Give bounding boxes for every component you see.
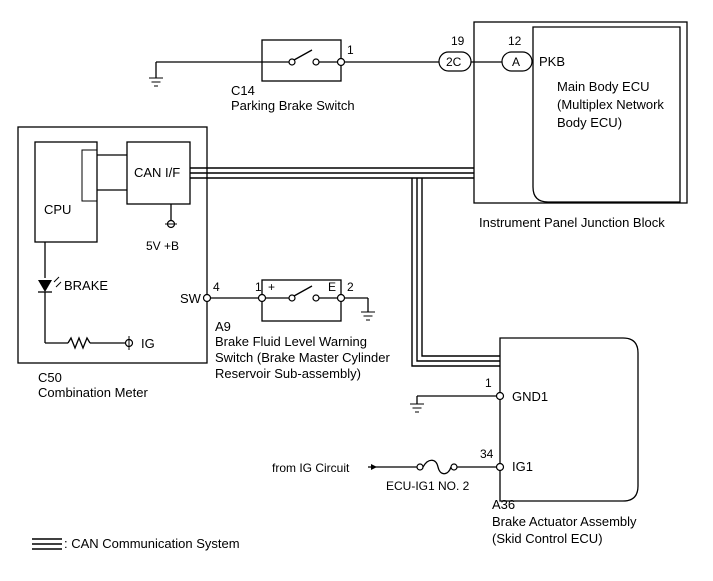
fuse-label: ECU-IG1 NO. 2	[386, 479, 470, 493]
a9-pin2-node	[336, 293, 346, 303]
a9-line2: Switch (Brake Master Cylinder	[215, 350, 390, 365]
a9-pin2: 2	[347, 280, 354, 294]
pkb-switch-contact-left	[288, 58, 296, 66]
fuse-terminal-left	[416, 463, 424, 471]
from-ig-label: from IG Circuit	[272, 461, 350, 475]
led-ray-2	[55, 281, 62, 288]
combination-meter-name: Combination Meter	[38, 385, 148, 400]
pkb-pin-node	[336, 57, 346, 67]
a9-plus: +	[268, 280, 275, 294]
a36-ig-pin: 34	[480, 447, 494, 461]
led-ray-1	[53, 276, 60, 283]
a36-line1: Brake Actuator Assembly	[492, 514, 637, 529]
combination-meter-code: C50	[38, 370, 62, 385]
connector-2c-pin: 19	[451, 34, 465, 48]
fuse-icon	[422, 459, 452, 475]
sw-pin-label: SW	[180, 291, 202, 306]
cpu-label: CPU	[44, 202, 71, 217]
a36-line2: (Skid Control ECU)	[492, 531, 603, 546]
a36-gnd-label: GND1	[512, 389, 548, 404]
a9-switch-icon	[293, 285, 313, 297]
brake-label: BRAKE	[64, 278, 108, 293]
main-body-ecu-line2: (Multiplex Network	[557, 97, 664, 112]
connector-a-label: A	[512, 55, 520, 69]
a9-line3: Reservoir Sub-assembly)	[215, 366, 361, 381]
arrow-icon	[371, 464, 377, 470]
main-body-ecu-line3: Body ECU)	[557, 115, 622, 130]
sw-pin-node	[202, 293, 212, 303]
legend-can-icon	[32, 538, 62, 550]
a36-gnd-node	[495, 391, 505, 401]
a9-line1: Brake Fluid Level Warning	[215, 334, 367, 349]
brake-led-icon	[38, 280, 52, 292]
connector-a-pin: 12	[508, 34, 522, 48]
brake-actuator-box	[499, 337, 639, 502]
cpu-bracket-line	[81, 149, 97, 202]
a9-pin1-node	[257, 293, 267, 303]
a9-contact-right	[312, 294, 320, 302]
a9-code: A9	[215, 319, 231, 334]
fuse-terminal-right	[450, 463, 458, 471]
cpu-box	[34, 141, 98, 243]
ig-label: IG	[141, 336, 155, 351]
a9-contact-left	[288, 294, 296, 302]
resistor-icon	[67, 336, 91, 350]
junction-block-box	[473, 21, 688, 204]
connector-a	[501, 51, 533, 72]
pkb-label: PKB	[539, 54, 565, 69]
sw-pin-number: 4	[213, 280, 220, 294]
parking-brake-switch-box	[261, 39, 342, 82]
can-bus	[190, 167, 500, 367]
pkb-switch-contact-right	[312, 58, 320, 66]
main-body-ecu-box	[532, 26, 681, 203]
junction-block-name: Instrument Panel Junction Block	[479, 215, 665, 230]
parking-brake-switch-code: C14	[231, 83, 255, 98]
pkb-pin-number: 1	[347, 43, 354, 57]
a36-ig-label: IG1	[512, 459, 533, 474]
main-body-ecu-line1: Main Body ECU	[557, 79, 649, 94]
connector-2c-label: 2C	[446, 55, 462, 69]
can-if-label: CAN I/F	[134, 165, 180, 180]
a9-e: E	[328, 280, 336, 294]
legend-text: : CAN Communication System	[64, 536, 240, 551]
pkb-switch-icon	[293, 49, 313, 61]
a36-ig-node	[495, 462, 505, 472]
a36-code: A36	[492, 497, 515, 512]
a9-pin1: 1	[255, 280, 262, 294]
combination-meter-box	[17, 126, 208, 364]
a36-gnd-pin: 1	[485, 376, 492, 390]
power-label: 5V +B	[146, 239, 179, 253]
parking-brake-switch-name: Parking Brake Switch	[231, 98, 355, 113]
